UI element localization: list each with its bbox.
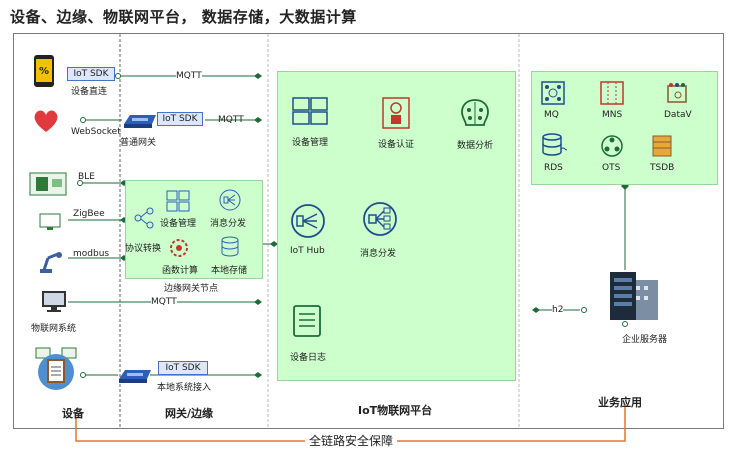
function-compute-label: 函数计算 [162,266,199,276]
protocol-convert-label: 协议转换 [125,244,162,254]
iot-system-label: 物联网系统 [31,324,77,334]
ots-label: OTS [602,163,621,173]
robot-arm-icon [38,248,64,278]
column-business-header: 业务应用 [598,396,642,409]
platform-device-mgmt-label: 设备管理 [292,138,329,148]
gateway-device-icon [122,112,158,134]
function-compute-icon [167,237,191,263]
local-label: 本地系统接入 [157,383,212,393]
h2-label: h2 [552,305,564,315]
datav-icon [665,81,689,109]
tsdb-icon [650,134,674,162]
mq-label: MQ [544,110,559,120]
data-analysis-icon [457,96,493,136]
ble-label: BLE [78,172,95,182]
local-storage-icon [220,236,240,262]
mq-icon [541,81,565,109]
iot-hub-icon [290,203,326,243]
platform-msg-dispatch-icon [362,201,398,241]
modbus-label: modbus [73,249,110,259]
tsdb-label: TSDB [650,163,675,173]
monitor-icon [40,289,68,319]
phone-label: 设备直连 [71,87,108,97]
svg-text:%: % [39,66,49,77]
mns-icon [600,81,624,109]
column-gateway-header: 网关/边缘 [165,407,214,420]
gateway-label: 普通网关 [120,138,157,148]
security-chain-label: 全链路安全保障 [305,432,398,449]
iot-hub-label: IoT Hub [290,246,325,256]
gateway-sdk-badge: IoT SDK [157,112,203,126]
device-auth-icon [381,96,411,134]
ble-device-icon [28,171,68,201]
local-storage-label: 本地存储 [211,266,248,276]
platform-device-mgmt-icon [292,97,328,129]
server-icon [608,270,660,326]
device-log-label: 设备日志 [290,353,327,363]
mqtt-label-1: MQTT [176,71,202,81]
column-device-header: 设备 [62,407,84,420]
datav-label: DataV [664,110,692,120]
zigbee-label: ZigBee [73,209,105,219]
device-log-icon [292,304,322,342]
data-analysis-label: 数据分析 [457,141,494,151]
edge-node-label: 边缘网关节点 [164,284,219,294]
edge-msg-dispatch-icon [219,189,241,215]
mns-label: MNS [602,110,623,120]
rds-icon [541,133,570,161]
platform-msg-dispatch-label: 消息分发 [360,249,397,259]
cloud-services-box [531,71,718,185]
column-platform-header: IoT物联网平台 [358,404,433,417]
heart-icon [32,108,60,138]
protocol-convert-icon [133,207,155,233]
mqtt-label-2: MQTT [218,115,244,125]
page-title: 设备、边缘、物联网平台， 数据存储，大数据计算 [10,8,357,26]
enterprise-server-label: 企业服务器 [622,335,668,345]
edge-device-mgmt-label: 设备管理 [160,219,197,229]
zigbee-device-icon [38,212,62,236]
device-auth-label: 设备认证 [378,140,415,150]
phone-sdk-badge: IoT SDK [67,67,115,81]
local-sdk-badge: IoT SDK [158,361,208,375]
edge-msg-dispatch-label: 消息分发 [210,219,247,229]
websocket-label: WebSocket [71,127,121,137]
mqtt-label-3: MQTT [151,297,177,307]
phone-icon: % [33,54,55,92]
ots-icon [600,134,624,162]
local-gateway-icon [117,367,153,389]
rds-label: RDS [544,163,563,173]
edge-gateway-node [125,180,263,279]
clipboard-icon [34,346,80,396]
edge-device-mgmt-icon [166,190,190,216]
